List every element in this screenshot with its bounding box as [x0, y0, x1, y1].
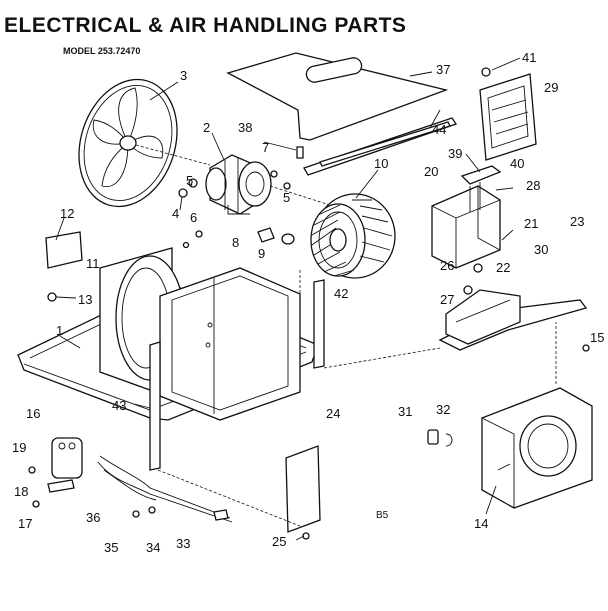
bracket-part-29 [479, 67, 537, 161]
callout-28: 28 [526, 178, 540, 193]
callout-2: 2 [203, 120, 210, 135]
callout-41: 41 [522, 50, 536, 65]
callout-numbers: 1 3 2 4 5 5 6 7 8 9 10 11 12 13 14 15 16… [12, 50, 604, 555]
control-box-part [431, 165, 502, 269]
page-title: ELECTRICAL & AIR HANDLING PARTS [4, 14, 407, 37]
page-code: B5 [376, 510, 389, 521]
callout-24: 24 [326, 406, 340, 421]
capacitor-part [28, 437, 83, 508]
callout-26: 26 [440, 258, 454, 273]
fan-blade-part [78, 78, 211, 208]
callout-25: 25 [272, 534, 286, 549]
callout-9: 9 [258, 246, 265, 261]
callout-8: 8 [232, 235, 239, 250]
callout-17: 17 [18, 516, 32, 531]
callout-18: 18 [14, 484, 28, 499]
callout-42: 42 [334, 286, 348, 301]
callout-21: 21 [524, 216, 538, 231]
callout-40: 40 [510, 156, 524, 171]
callout-4: 4 [172, 206, 179, 221]
callout-30: 30 [534, 242, 548, 257]
callout-1: 1 [56, 323, 63, 338]
wiring-part [97, 455, 233, 523]
callout-7: 7 [262, 140, 269, 155]
callout-5-right: 5 [283, 190, 290, 205]
small-hardware [178, 146, 304, 249]
callout-19: 19 [12, 440, 26, 455]
callout-35: 35 [104, 540, 118, 555]
callout-29: 29 [544, 80, 558, 95]
base-pan-part [438, 263, 588, 351]
callout-43: 43 [112, 398, 126, 413]
callout-44: 44 [432, 122, 446, 137]
callout-22: 22 [496, 260, 510, 275]
part-13 [47, 292, 57, 302]
motor-part [205, 154, 331, 215]
blower-housing-part [481, 387, 593, 509]
callout-38: 38 [238, 120, 252, 135]
callout-3: 3 [180, 68, 187, 83]
callout-36: 36 [86, 510, 100, 525]
part-31 [427, 429, 439, 445]
callout-33: 33 [176, 536, 190, 551]
callout-14: 14 [474, 516, 488, 531]
blower-wheel-part [310, 193, 396, 279]
callout-20: 20 [424, 164, 438, 179]
callout-23: 23 [570, 214, 584, 229]
strip-part-42 [313, 279, 325, 369]
callout-11: 11 [86, 256, 100, 271]
callout-39: 39 [448, 146, 462, 161]
leader-lines [55, 57, 521, 541]
part-15 [582, 344, 590, 352]
cabinet-frame-part [17, 247, 319, 471]
callout-12: 12 [60, 206, 74, 221]
callout-6: 6 [190, 210, 197, 225]
callout-37: 37 [436, 62, 450, 77]
callout-5-left: 5 [186, 173, 193, 188]
callout-15: 15 [590, 330, 604, 345]
callout-13: 13 [78, 292, 92, 307]
callout-32: 32 [436, 402, 450, 417]
panel-part-24 [285, 445, 321, 533]
callout-16: 16 [26, 406, 40, 421]
callout-10: 10 [374, 156, 388, 171]
top-panel-part [226, 52, 458, 176]
callout-27: 27 [440, 292, 454, 307]
callout-34: 34 [146, 540, 160, 555]
callout-31: 31 [398, 404, 412, 419]
bracket-part-11 [45, 231, 83, 269]
part-32 [445, 433, 453, 447]
model-number: MODEL 253.72470 [63, 46, 141, 56]
